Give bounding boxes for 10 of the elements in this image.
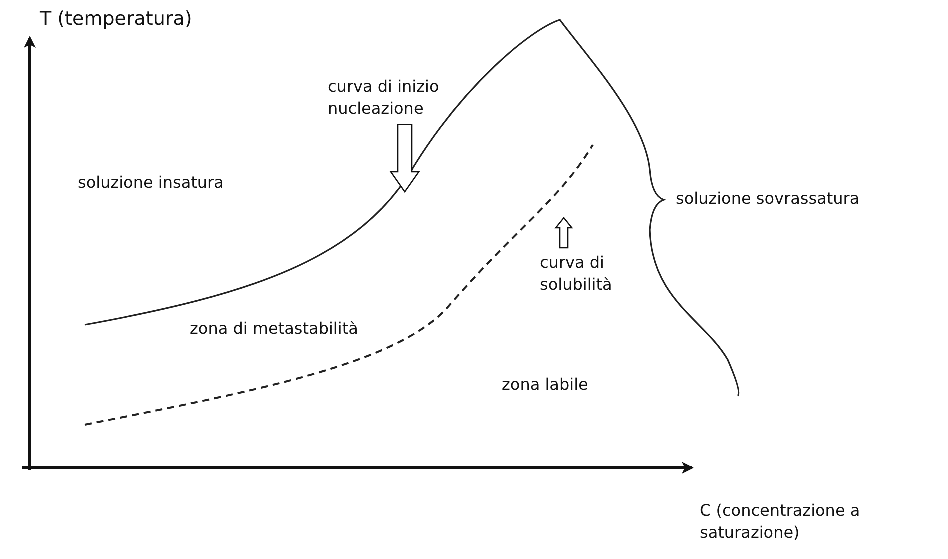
axis-label: C (concentrazione a saturazione) [700,500,862,544]
region-label: soluzione insatura [78,172,225,194]
region-label: soluzione sovrassatura [676,188,861,210]
curve-label: curva di inizio nucleazione [328,76,440,120]
axis-label: T (temperatura) [40,7,194,32]
hollow-arrow [554,216,574,249]
curve-label: curva di solubilità [540,252,614,296]
region-label: zona di metastabilità [190,318,360,340]
region-label: zona labile [502,374,590,396]
hollow-arrow [390,124,420,194]
